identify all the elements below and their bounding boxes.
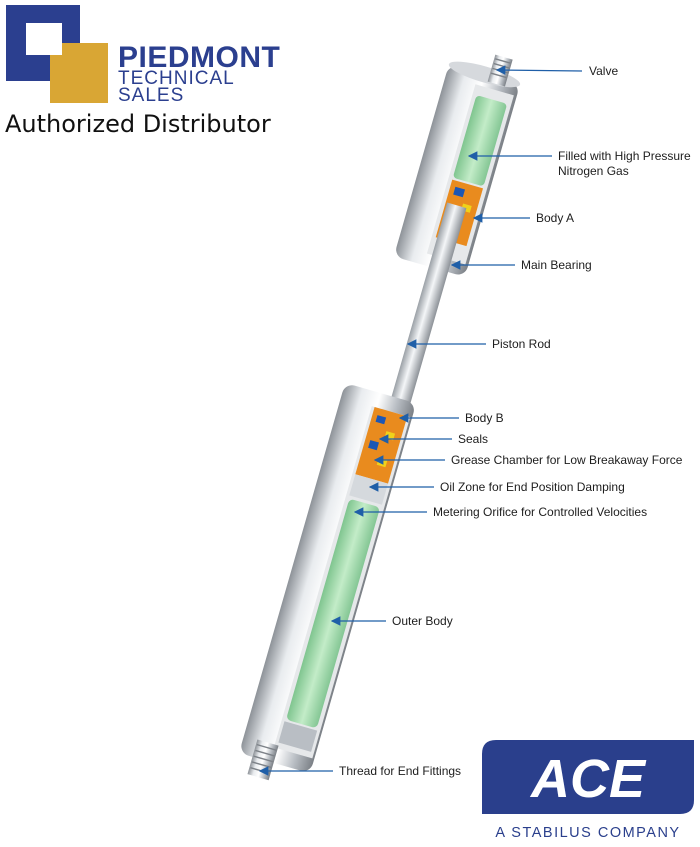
callout-leaders [258,65,583,776]
callout-metering-orifice: Metering Orifice for Controlled Velociti… [433,505,648,519]
callout-oil-zone: Oil Zone for End Position Damping [440,480,625,494]
callout-piston-rod: Piston Rod [492,337,551,351]
callout-valve: Valve [589,64,619,78]
callout-body-b: Body B [465,411,504,425]
piedmont-logo-mark [6,5,108,103]
ace-logo-text: ACE [529,749,647,809]
brand-sub-line-1: TECHNICAL [118,68,235,89]
ace-logo: ACE [482,740,694,814]
callout-grease-chamber: Grease Chamber for Low Breakaway Force [451,453,683,467]
brand-name: PIEDMONT [118,41,281,74]
callout-body-a: Body A [536,211,575,225]
outer-body-housing [241,385,414,781]
callout-seals: Seals [458,432,489,446]
callout-thread: Thread for End Fittings [339,764,462,778]
callout-nitrogen-line-1: Filled with High Pressure [558,149,691,163]
piedmont-logo: PIEDMONT TECHNICAL SALES [0,0,300,140]
ace-tagline: A STABILUS COMPANY [495,825,681,841]
callout-nitrogen-line-2: Nitrogen Gas [558,164,629,178]
brand-sub-line-2: SALES [118,85,185,106]
callout-main-bearing: Main Bearing [521,258,592,272]
authorized-distributor-text: Authorized Distributor [5,110,271,138]
callout-outer-body: Outer Body [392,614,453,628]
body-a-housing [396,54,521,275]
